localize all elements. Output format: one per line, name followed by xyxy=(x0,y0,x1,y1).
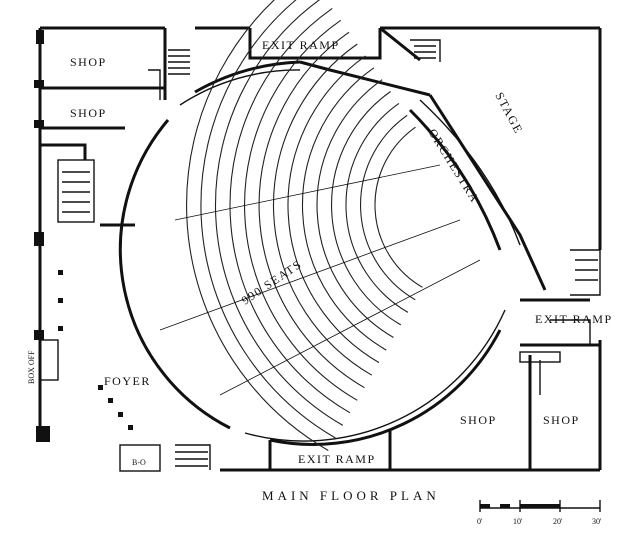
label-shop-top-2: SHOP xyxy=(70,106,107,120)
aisles xyxy=(159,164,481,396)
auditorium-walls xyxy=(118,28,547,470)
seat-row xyxy=(330,91,402,326)
scale-bar: 0' 10' 20' 30' xyxy=(477,500,602,526)
stage-area xyxy=(379,26,601,345)
scale-tick-30: 30' xyxy=(592,517,602,526)
label-stage: STAGE xyxy=(492,90,526,136)
label-seats: 990 SEATS xyxy=(239,257,305,308)
scale-tick-10: 10' xyxy=(513,517,523,526)
label-box-office-bottom: B-O xyxy=(132,458,146,467)
plan-title: MAIN FLOOR PLAN xyxy=(262,488,440,503)
scale-tick-20: 20' xyxy=(553,517,563,526)
left-shops xyxy=(40,28,190,227)
foyer xyxy=(39,270,211,472)
seat-row xyxy=(360,114,416,301)
seat-row xyxy=(287,55,380,364)
label-shop-bottom-2: SHOP xyxy=(543,413,580,427)
label-shop-bottom-1: SHOP xyxy=(460,413,497,427)
right-shops xyxy=(519,343,600,470)
scale-tick-0: 0' xyxy=(477,517,483,526)
seat-row xyxy=(214,0,344,426)
label-shop-top-1: SHOP xyxy=(70,55,107,69)
label-exit-ramp-bottom: EXIT RAMP xyxy=(298,452,376,466)
seat-row xyxy=(244,19,358,401)
seat-row xyxy=(301,67,387,351)
label-box-office-left: BOX OFF xyxy=(27,350,36,384)
seat-row xyxy=(200,0,336,439)
seat-row xyxy=(374,126,423,288)
label-foyer: FOYER xyxy=(104,374,151,388)
label-exit-ramp-top: EXIT RAMP xyxy=(262,38,340,52)
seating-rows xyxy=(186,0,423,451)
seat-row xyxy=(258,31,365,389)
seat-row xyxy=(229,7,351,414)
labels: SHOP SHOP EXIT RAMP STAGE ORCHESTRA 990 … xyxy=(27,38,613,503)
seat-row xyxy=(316,79,394,338)
seat-row xyxy=(345,102,409,313)
label-exit-ramp-right: EXIT RAMP xyxy=(535,312,613,326)
